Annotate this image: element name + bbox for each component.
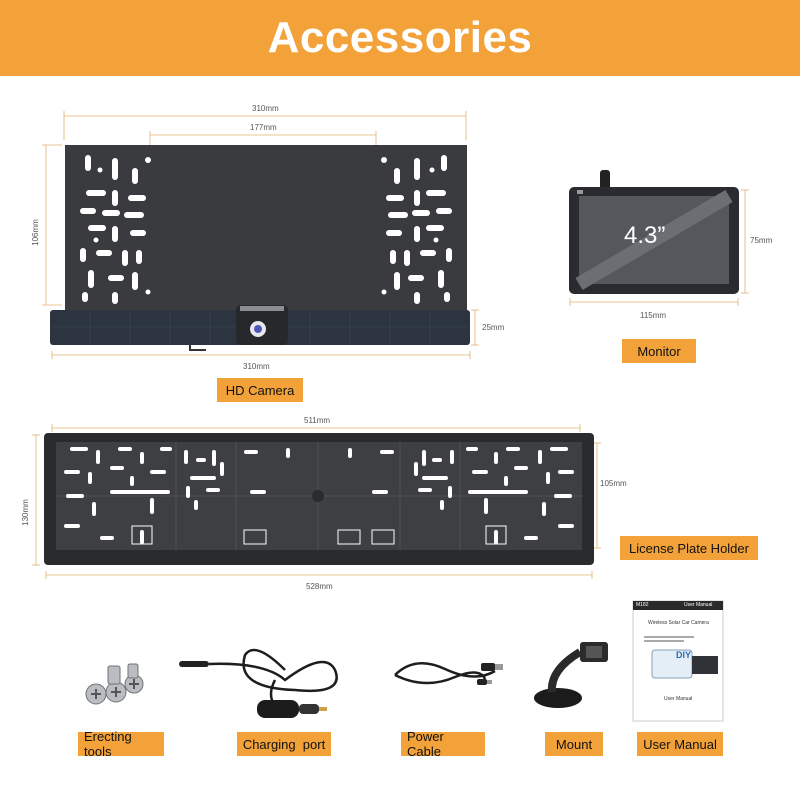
camera-dimension-lines: [42, 111, 479, 359]
license-plate-holder-label: License Plate Holder: [620, 536, 758, 560]
plate-slots: [80, 155, 452, 304]
manual-icon: [632, 600, 724, 722]
manual-footer: User Manual: [664, 696, 693, 702]
erecting-tools-label: Erecting tools: [78, 729, 164, 759]
manual-title: Wireless Solar Car Camera: [648, 620, 709, 626]
monitor-label: Monitor: [622, 339, 696, 363]
holder-inner-width: 511mm: [304, 416, 331, 425]
manual-header-right: User Manual: [684, 602, 713, 608]
hd-camera-label: HD Camera: [217, 378, 303, 402]
camera-width-top: 310mm: [252, 104, 279, 113]
screws-icon: [85, 663, 144, 705]
monitor-height: 75mm: [750, 236, 773, 245]
monitor-width: 115mm: [640, 311, 667, 320]
monitor-screen-size: 4.3”: [624, 222, 666, 249]
power-cable-label: Power Cable: [401, 729, 485, 759]
holder-inner-height: 105mm: [600, 479, 627, 488]
user-manual-label: User Manual: [637, 732, 723, 756]
holder-height: 130mm: [20, 499, 30, 526]
camera-width-bottom: 310mm: [243, 362, 270, 371]
camera-hole-spacing: 177mm: [250, 123, 277, 132]
page-title: Accessories: [267, 13, 533, 62]
holder-outer-width: 528mm: [306, 582, 333, 591]
usb-cable-icon: [394, 662, 503, 685]
charging-port-label: Charging port: [237, 732, 331, 756]
car-charger-icon: [179, 648, 338, 718]
camera-solar-height: 25mm: [482, 323, 505, 332]
manual-header-left: M182: [636, 602, 649, 608]
mount-label: Mount: [545, 732, 603, 756]
monitor-antenna: [600, 170, 610, 190]
camera-cable: [189, 345, 206, 351]
title-banner: Accessories: [0, 0, 800, 76]
holder-slots: [64, 446, 575, 545]
manual-badge: DIY: [676, 650, 692, 660]
suction-mount-icon: [534, 642, 608, 708]
